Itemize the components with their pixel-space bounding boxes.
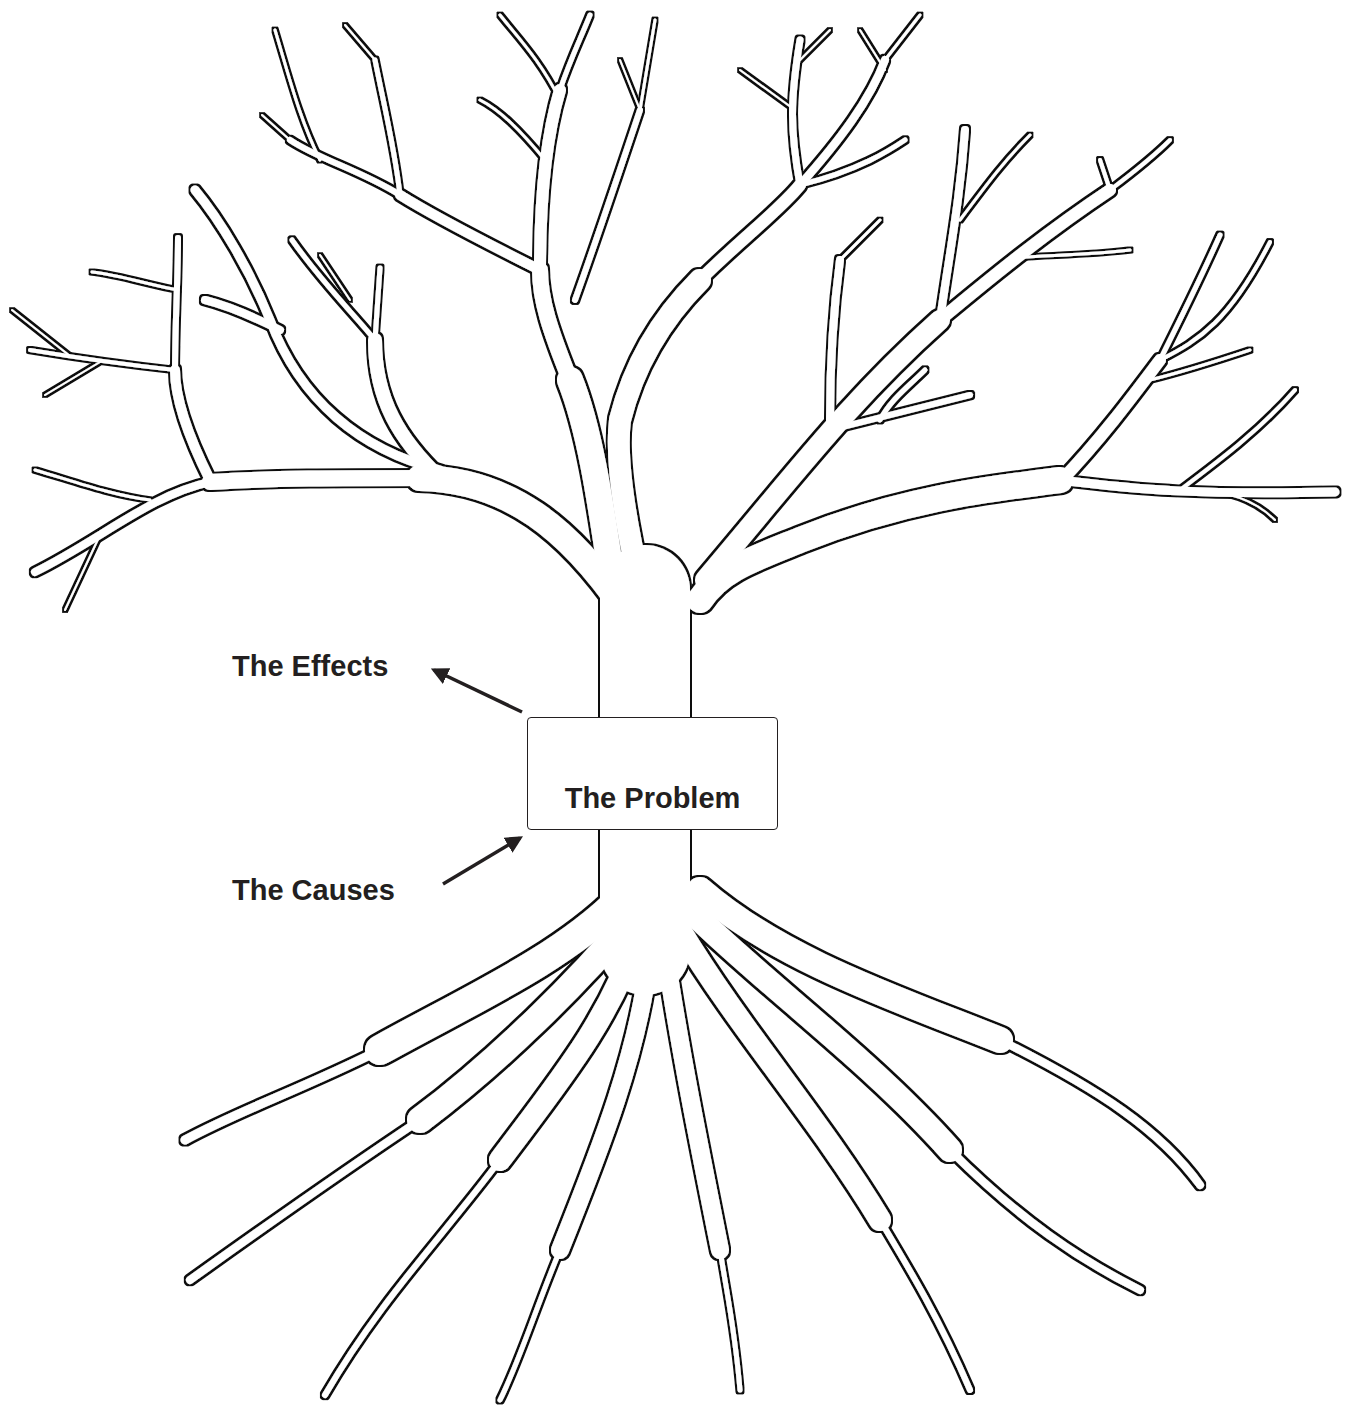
tree-branch: [700, 890, 1000, 1040]
tree-branch: [210, 478, 430, 482]
tree-branch: [640, 20, 655, 110]
tree-branch: [619, 280, 700, 585]
tree-branch: [740, 70, 795, 110]
tree-branch: [570, 380, 612, 580]
node-text: The Problem: [565, 782, 741, 815]
tree-branch: [1100, 160, 1110, 190]
tree-branch: [860, 30, 885, 70]
tree-branch: [320, 255, 350, 300]
tree-branch: [375, 60, 400, 195]
tree-branch: [720, 1250, 740, 1390]
tree-branch: [1060, 480, 1335, 493]
tree-branch: [1000, 1040, 1200, 1185]
tree-branch: [275, 30, 320, 160]
tree-branch: [540, 90, 560, 270]
tree-branch: [880, 1220, 970, 1390]
tree-branch: [262, 115, 290, 140]
tree-branch: [1010, 250, 1130, 258]
tree-branch: [830, 260, 840, 420]
tree-branch: [12, 310, 70, 356]
tree-branch: [175, 238, 178, 375]
tree-branch: [700, 185, 800, 280]
tree: [12, 15, 1335, 1400]
tree-branch: [700, 480, 1060, 600]
tree-branch: [92, 272, 178, 290]
tree-branch: [830, 395, 970, 430]
tree-branch: [195, 190, 440, 470]
tree-branch: [500, 930, 640, 1160]
tree-branch: [620, 60, 640, 110]
tree-branch: [1230, 495, 1275, 520]
tree-branch: [325, 1160, 500, 1395]
tree-branch: [290, 140, 400, 195]
tree-branch: [292, 240, 375, 340]
tree-branch: [1060, 360, 1160, 482]
tree-branch: [885, 15, 920, 60]
tree-branch: [1150, 350, 1250, 380]
tree-branch: [45, 362, 100, 395]
tree-branch: [345, 25, 375, 60]
tree-branch: [65, 535, 100, 610]
tree-branch: [375, 268, 380, 340]
tree-branch: [540, 270, 570, 380]
tree-branch: [35, 470, 150, 500]
tree-branch: [400, 195, 540, 270]
tree-branch: [800, 60, 885, 185]
leader-arrow: [443, 838, 520, 884]
tree-branch: [175, 370, 210, 480]
tree-branch: [1160, 242, 1270, 360]
tree-branch: [205, 300, 280, 330]
tree-branch: [500, 15, 560, 100]
tree-branch: [560, 15, 590, 90]
tree-branch: [190, 1120, 420, 1280]
tree-branch: [30, 350, 175, 370]
tree-branch: [940, 130, 965, 320]
leader-lines: [434, 670, 522, 884]
tree-branch: [880, 370, 925, 420]
leader-arrow: [434, 670, 522, 712]
tree-branch: [840, 220, 880, 260]
callout-label: The Effects: [230, 650, 390, 683]
tree-branch: [690, 910, 950, 1150]
tree-branch: [793, 40, 801, 185]
tree-branch: [1110, 140, 1170, 190]
problem-box: The Problem: [527, 717, 778, 830]
tree-branch: [960, 135, 1030, 220]
callout-label: The Causes: [230, 874, 397, 907]
tree-branch: [575, 110, 640, 300]
tree-branch: [185, 1050, 380, 1140]
tree-branch: [500, 1250, 560, 1400]
tree-branch: [480, 100, 545, 160]
tree-branch: [560, 950, 650, 1250]
tree-branch: [800, 30, 830, 60]
tree-branch: [950, 1150, 1140, 1290]
tree-branch: [1180, 390, 1295, 490]
